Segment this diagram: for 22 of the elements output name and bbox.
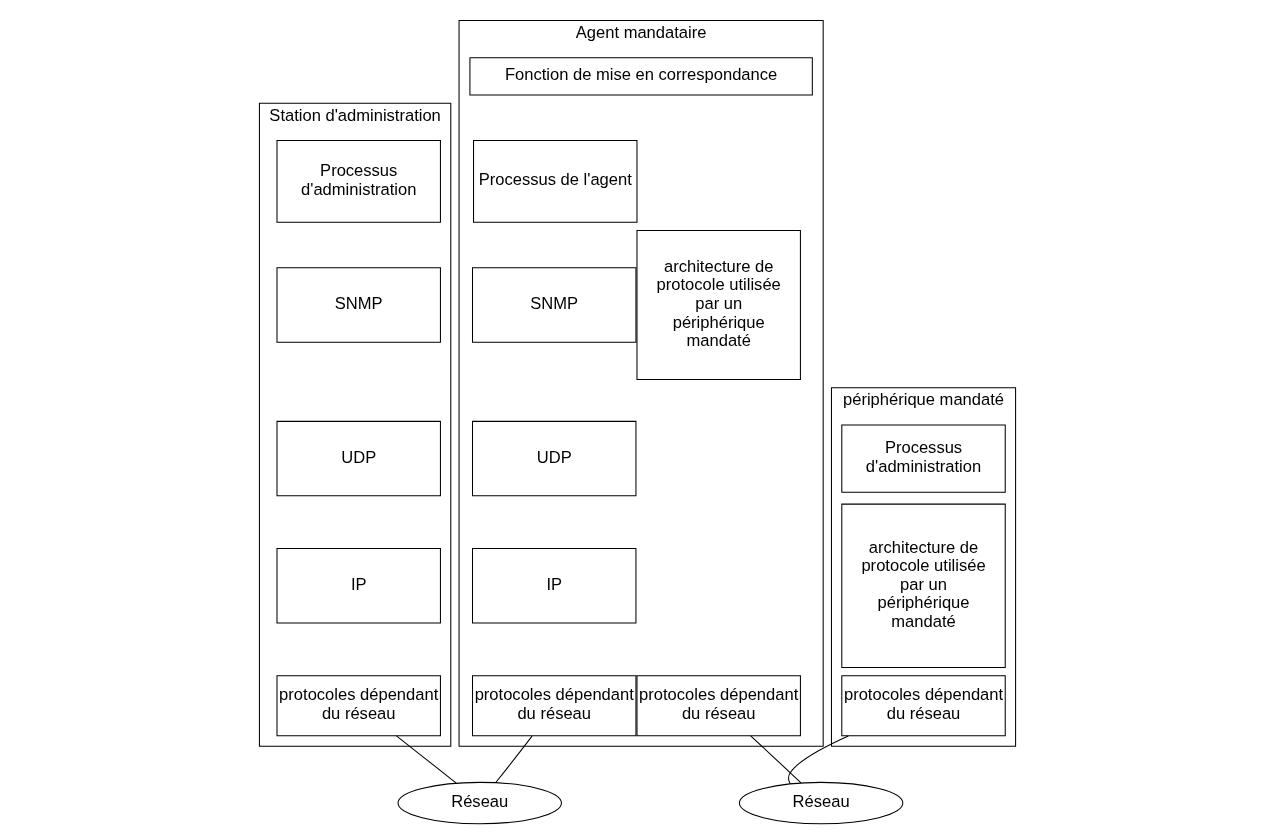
node-box: protocoles dépendant du réseau (636, 675, 801, 737)
connector (395, 735, 457, 784)
node-box: SNMP (472, 267, 637, 343)
node-box: protocoles dépendant du réseau (841, 675, 1006, 737)
connector (788, 735, 849, 785)
node-box: IP (276, 548, 441, 624)
connector (495, 735, 533, 784)
node-box: Processus d'administration (276, 140, 441, 223)
node-box: protocoles dépendant du réseau (276, 675, 441, 737)
node-box: UDP (472, 420, 637, 497)
node-ellipse: Réseau (738, 781, 904, 825)
node-box: IP (472, 548, 637, 624)
node-box: UDP (276, 420, 441, 497)
node-box: Processus de l'agent (473, 140, 638, 223)
node-box: architecture de protocole utilisée par un périphérique mandaté (636, 230, 801, 380)
node-box: SNMP (276, 267, 441, 343)
node-box: Processus d'administration (841, 424, 1006, 493)
node-ellipse: Réseau (397, 781, 562, 825)
node-box: protocoles dépendant du réseau (472, 675, 637, 737)
connector (750, 735, 802, 784)
node-box: architecture de protocole utilisée par un périphérique mandaté (841, 503, 1006, 669)
node-box: Fonction de mise en correspondance (469, 57, 813, 96)
